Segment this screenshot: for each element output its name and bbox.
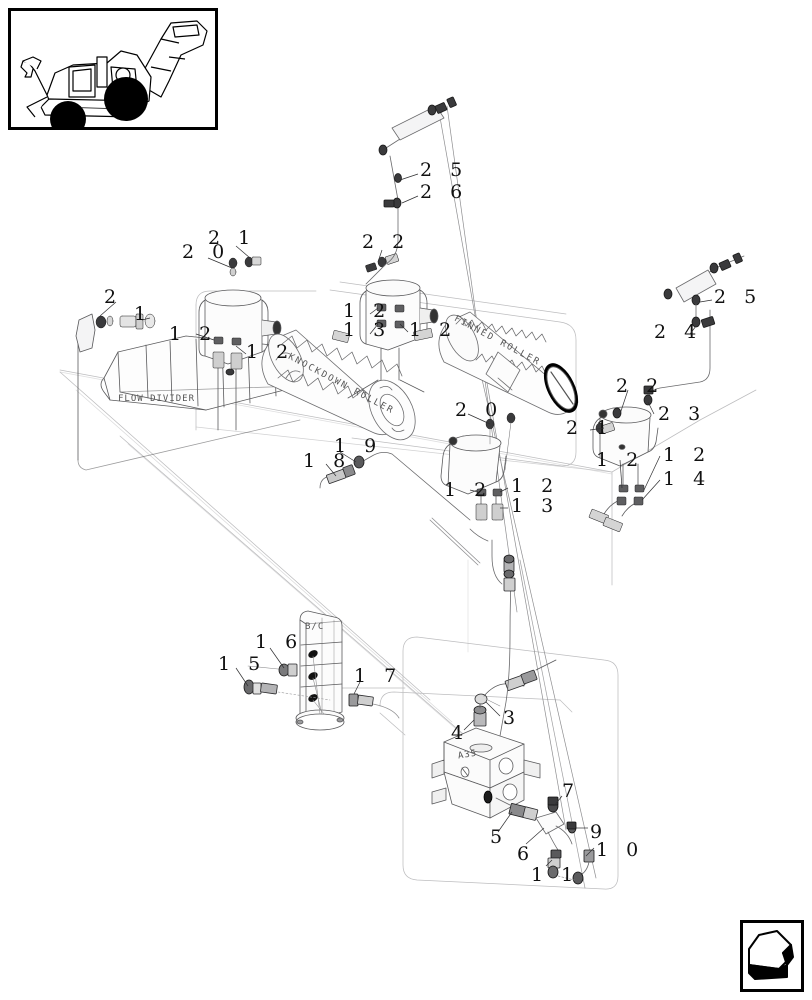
callout-10: 1 0 [596,839,645,861]
callout-22-upper: 2 2 [362,231,411,253]
callout-15: 1 5 [218,653,267,675]
callout-24-right: 2 4 [654,321,703,343]
callout-14-right: 1 4 [663,468,712,490]
callout-4: 4 [451,722,470,744]
callout-1-flow-divider: 1 [134,303,153,325]
callout-7: 7 [562,780,581,802]
hydraulic-motor-center [440,434,507,521]
callout-23-right: 2 3 [658,403,707,425]
callout-20-upper-left: 2 0 [182,241,231,263]
callout-3: 3 [503,707,522,729]
hose-run-2526 [365,96,457,285]
callout-12-left-b: 1 2 [246,341,295,363]
callout-12-upper-d: 1 2 [409,319,458,341]
highlight-marker [50,77,148,127]
callout-5: 5 [490,826,509,848]
view-direction-icon [740,920,804,992]
callout-16: 1 6 [255,631,304,653]
machine-outline [20,20,208,127]
callout-12-upper-c: 1 2 [343,300,392,322]
callout-12-right-b: 1 2 [663,444,712,466]
callout-13-center: 1 3 [511,495,560,517]
finned-roller-assembly [438,311,579,415]
callout-19: 1 9 [334,435,383,457]
arrow-block-glyph [748,930,794,980]
callout-21-upper-left: 2 1 [208,227,257,249]
fitting-group-fd [95,313,156,330]
callout-25-top: 2 5 [420,159,469,181]
fitting-group-right [588,484,645,532]
callout-12-right-a: 1 2 [596,449,645,471]
callout-22-right: 2 2 [616,375,665,397]
accumulator-bc [243,610,400,731]
callout-25-right: 2 5 [714,286,763,308]
fitting-group-ul [212,336,243,370]
callout-12-center-b: 1 2 [511,475,560,497]
callout-12-left: 1 2 [169,323,218,345]
hose-run-1819 [319,452,471,521]
hose-run-valve-feed [469,528,516,737]
callout-26-top: 2 6 [420,181,469,203]
hydraulic-motor-upper-center [347,279,439,399]
hose-run-2425 [663,252,745,328]
component-label-flow-divider: FLOW DIVIDER [118,394,196,404]
callout-6: 6 [517,843,536,865]
machine-locator-thumbnail [8,8,218,130]
control-valve-a35 [431,659,557,819]
fitting-group-2021 [228,256,262,277]
callout-11: 1 1 [531,864,580,886]
callout-21-right: 2 1 [566,417,615,439]
hydraulic-motor-upper-left [198,289,282,431]
callout-17: 1 7 [354,665,403,687]
knockdown-roller-assembly [261,329,416,441]
callout-2-flow-divider: 2 [104,286,123,308]
callout-13-upper-c: 1 3 [343,319,392,341]
callout-12-center-a: 1 2 [444,479,493,501]
fitting-group-20-center [485,412,516,471]
callout-20-center: 2 0 [455,399,504,421]
component-label-bc: B/C [305,622,325,632]
callout-9: 9 [590,821,609,843]
